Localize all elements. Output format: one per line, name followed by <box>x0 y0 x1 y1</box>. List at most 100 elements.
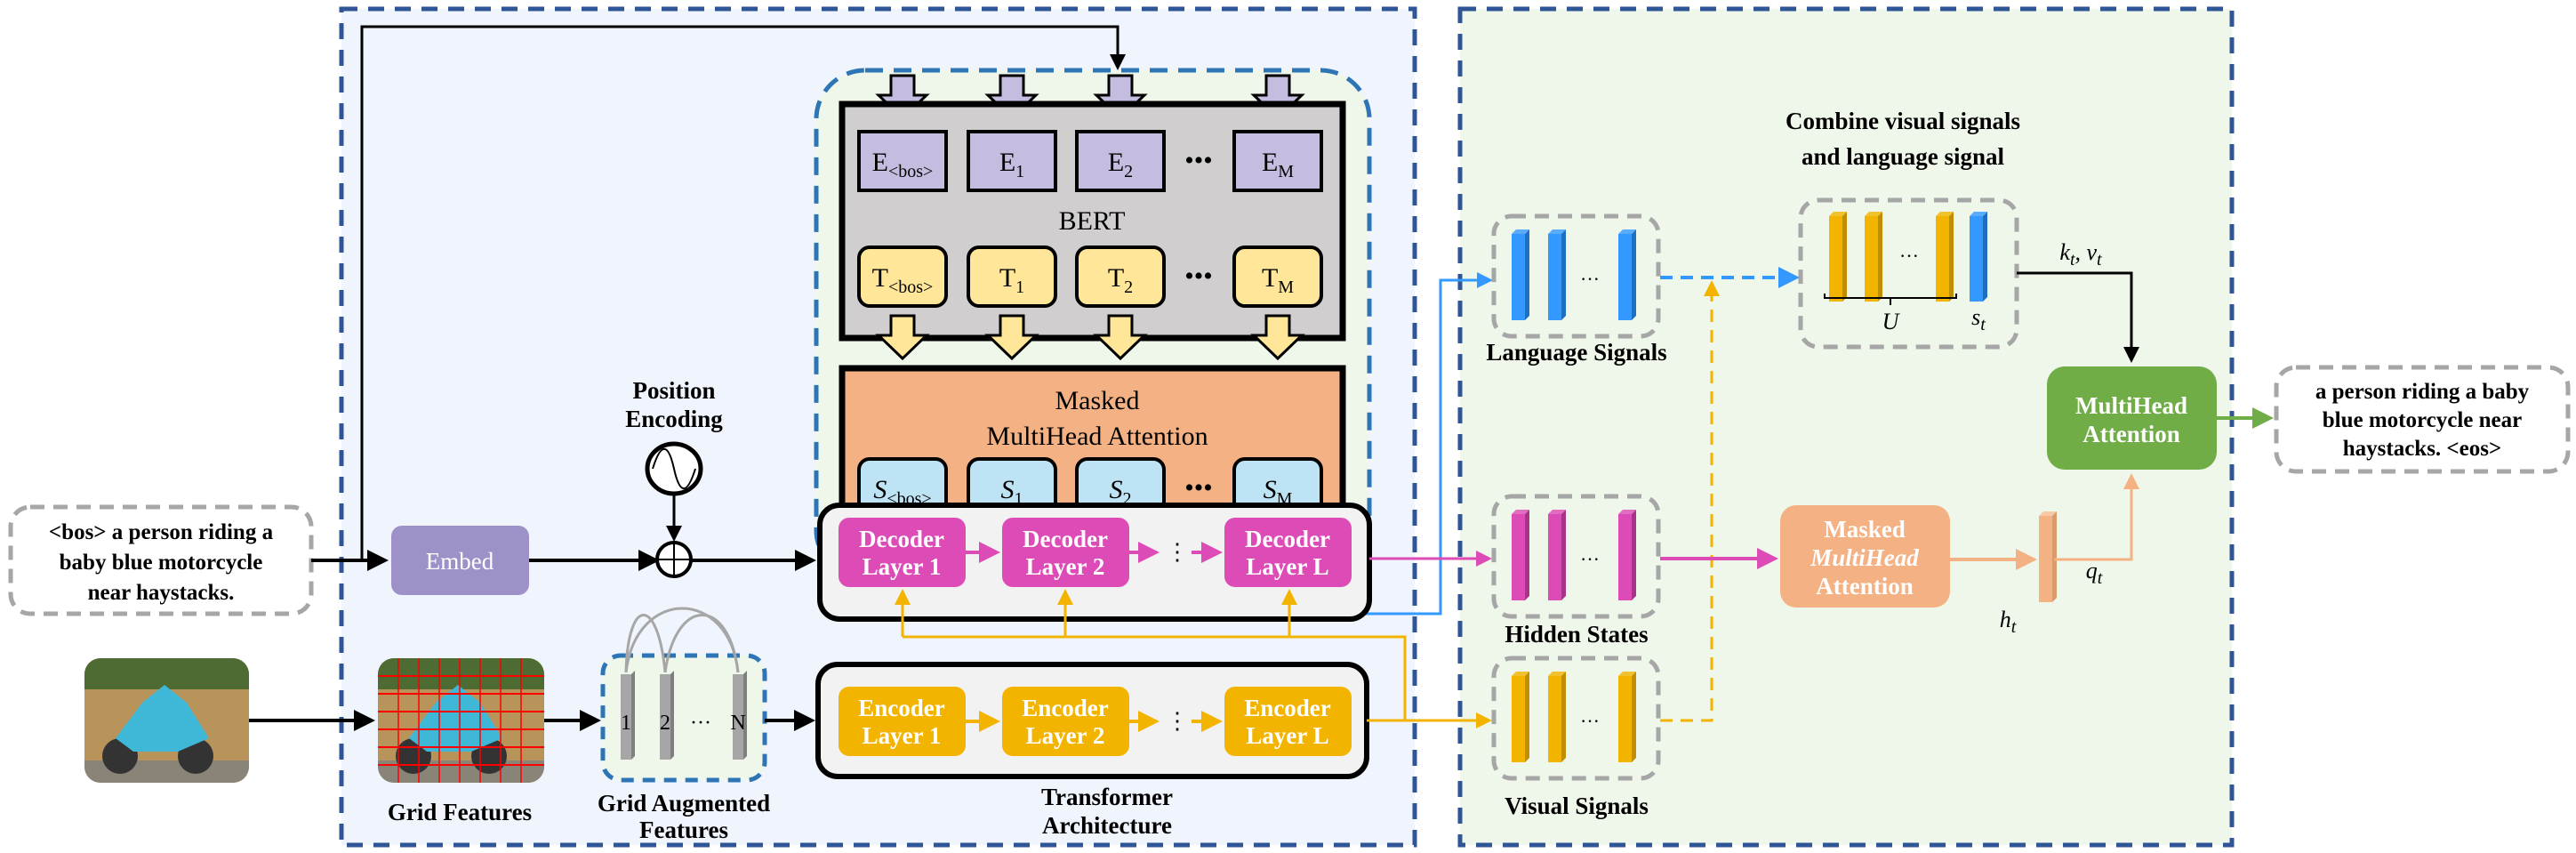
u-brace <box>1824 294 1957 305</box>
decoder-layer-label: Decoder <box>1023 526 1108 552</box>
u-label: U <box>1882 309 1901 334</box>
position-encoding-label: Position <box>632 377 715 404</box>
signal-bar <box>1512 514 1525 600</box>
signal-bar-side <box>1842 212 1847 302</box>
encoder-to-decoder-lines <box>903 635 1407 722</box>
signal-bar-side <box>1632 510 1636 600</box>
encoder-layer-label: Encoder <box>1244 695 1331 721</box>
grid-augmented-label: Features <box>639 817 728 843</box>
output-caption-box: a person riding a baby blue motorcycle n… <box>2274 365 2571 474</box>
multihead-attention-block: MultiHead Attention <box>2047 366 2217 470</box>
bert-output-arrow <box>1250 314 1305 361</box>
transformer-label: Transformer <box>1041 784 1173 810</box>
q-t-label: qt <box>2086 558 2103 588</box>
signal-bar <box>1618 676 1632 762</box>
vertical-ellipsis: ⋮ <box>1166 708 1189 734</box>
signal-bar-top <box>1618 229 1636 234</box>
signal-bar-top <box>1512 510 1529 514</box>
embed-label: Embed <box>426 548 494 575</box>
encoder-layer-2 <box>1002 687 1129 756</box>
position-encoding-label: Encoding <box>625 406 723 432</box>
output-caption-line: blue motorcycle near <box>2323 408 2522 432</box>
signal-bar-top <box>1512 672 1529 676</box>
token-label: S2 <box>1110 475 1132 509</box>
feature-bar-side <box>631 671 635 760</box>
signal-bar-side <box>1561 672 1566 762</box>
token-label: E2 <box>1108 148 1133 181</box>
output-caption-line: a person riding a baby <box>2315 380 2530 404</box>
signal-bar-top <box>1936 212 1954 216</box>
mha-label: MultiHead <box>2075 392 2187 419</box>
signal-bar-side <box>1878 212 1882 302</box>
signal-bar <box>1618 234 1632 320</box>
token-label: EM <box>1262 148 1294 181</box>
feature-bar-side <box>670 671 674 760</box>
grid-augmented-box <box>600 653 767 783</box>
signal-bar-top <box>1548 510 1566 514</box>
decoder-layer-label: Layer 1 <box>863 553 942 580</box>
token-label: T2 <box>1108 263 1133 297</box>
signal-bar-side <box>1525 510 1529 600</box>
signal-bar-top <box>1829 212 1847 216</box>
signal-bar-side <box>1561 229 1566 320</box>
decoder-layer-3 <box>1224 518 1352 587</box>
encoder-layer-label: Encoder <box>858 695 945 721</box>
grid-relation-arcs <box>624 607 740 673</box>
ellipsis: ••• <box>1184 473 1213 503</box>
token-box <box>967 245 1057 308</box>
ellipsis: ··· <box>1580 548 1600 570</box>
masked-attention-label: MultiHead Attention <box>986 422 1208 451</box>
signal-bar-top <box>1865 212 1882 216</box>
decoder-layer-2 <box>1002 518 1129 587</box>
bert-output-arrow <box>984 314 1039 361</box>
input-caption-line: <bos> a person riding a <box>49 520 274 544</box>
h-t-vector <box>2039 511 2057 602</box>
token-label: TM <box>1262 263 1294 297</box>
signal-bar-side <box>1632 229 1636 320</box>
feature-bar-label: 2 <box>660 712 670 735</box>
signal-bar-top <box>1512 229 1529 234</box>
token-label: T1 <box>999 263 1024 297</box>
signal-bar <box>1829 216 1842 302</box>
signal-bar <box>1512 676 1525 762</box>
decoder-layer-1 <box>839 518 966 587</box>
encoder-layer-label: Layer 1 <box>863 722 942 749</box>
signal-bar <box>1548 234 1561 320</box>
q-arrow <box>2054 473 2139 561</box>
bert-output-arrow <box>1093 314 1148 361</box>
encoder-layer-label: Layer L <box>1246 722 1328 749</box>
encoder-layer-3 <box>1224 687 1352 756</box>
encoder-layer-1 <box>839 687 966 756</box>
masked-mha-label: Attention <box>1816 573 1914 600</box>
feature-bar <box>660 674 670 760</box>
ellipsis: ··· <box>1899 245 1919 267</box>
ellipsis: ··· <box>1580 710 1600 732</box>
signal-bar <box>1618 514 1632 600</box>
token-box <box>857 130 948 192</box>
token-box <box>967 130 1057 192</box>
ellipsis: ••• <box>1184 146 1213 175</box>
visual-signals-group: ···Visual Signals <box>1491 656 1661 819</box>
token-label: E1 <box>999 148 1024 181</box>
decoder-layer-label: Decoder <box>859 526 944 552</box>
decoder-layer-label: Layer L <box>1246 553 1328 580</box>
vertical-ellipsis: ⋮ <box>1166 539 1189 565</box>
language-signals-group: ···Language Signals <box>1486 213 1667 366</box>
signal-bar-side <box>1983 212 1987 302</box>
combine-label: and language signal <box>1802 143 2005 170</box>
feature-bar-label: 1 <box>621 712 631 735</box>
encoder-layer-label: Layer 2 <box>1026 722 1105 749</box>
sine-wave-icon <box>645 441 703 496</box>
signal-bar-side <box>1949 212 1954 302</box>
signal-bar-side <box>1525 672 1529 762</box>
signal-box <box>1491 494 1661 619</box>
feature-bar <box>733 674 743 760</box>
signal-bar <box>1512 234 1525 320</box>
s-t-label: st <box>1971 304 1986 334</box>
feature-bar <box>621 674 631 760</box>
grid-features-image <box>378 658 544 783</box>
token-label: S1 <box>1001 475 1023 509</box>
signal-bar-top <box>1618 510 1636 514</box>
masked-mha-label: Masked <box>1824 516 1906 543</box>
decoder-layer-label: Decoder <box>1245 526 1330 552</box>
